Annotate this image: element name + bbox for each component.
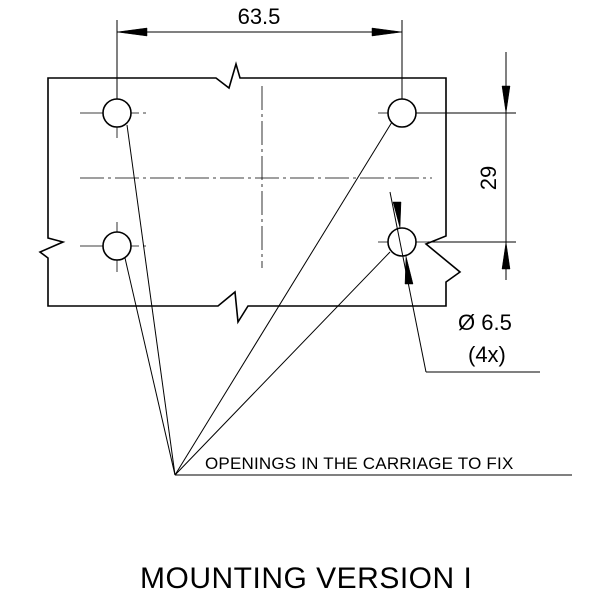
- openings-note: OPENINGS IN THE CARRIAGE TO FIX: [205, 454, 513, 473]
- drawing-title: MOUNTING VERSION I: [140, 562, 472, 595]
- dimension-arrow-top: [501, 85, 511, 114]
- hole-top-left: [102, 98, 132, 128]
- hole-diameter-label: Ø 6.5: [458, 310, 512, 335]
- dimension-arrow-right: [371, 27, 403, 37]
- hole-bottom-left: [102, 231, 132, 261]
- dimension-arrow-bottom: [501, 241, 511, 270]
- plate-outline: [38, 61, 462, 325]
- diameter-arrow-lower: [404, 255, 414, 285]
- note-leader-top-left: [126, 124, 176, 476]
- dimension-horizontal-label: 63.5: [238, 4, 281, 29]
- dimension-vertical-label: 29: [476, 166, 501, 190]
- note-leader-bottom-left: [124, 257, 176, 476]
- hole-top-right: [387, 98, 417, 128]
- note-leader-bottom-right: [174, 251, 391, 476]
- diameter-arrow-upper: [392, 201, 402, 229]
- hole-bottom-right: [387, 227, 417, 257]
- note-leader-top-right: [174, 121, 393, 476]
- dimension-arrow-left: [116, 27, 148, 37]
- hole-count-label: (4x): [468, 342, 506, 367]
